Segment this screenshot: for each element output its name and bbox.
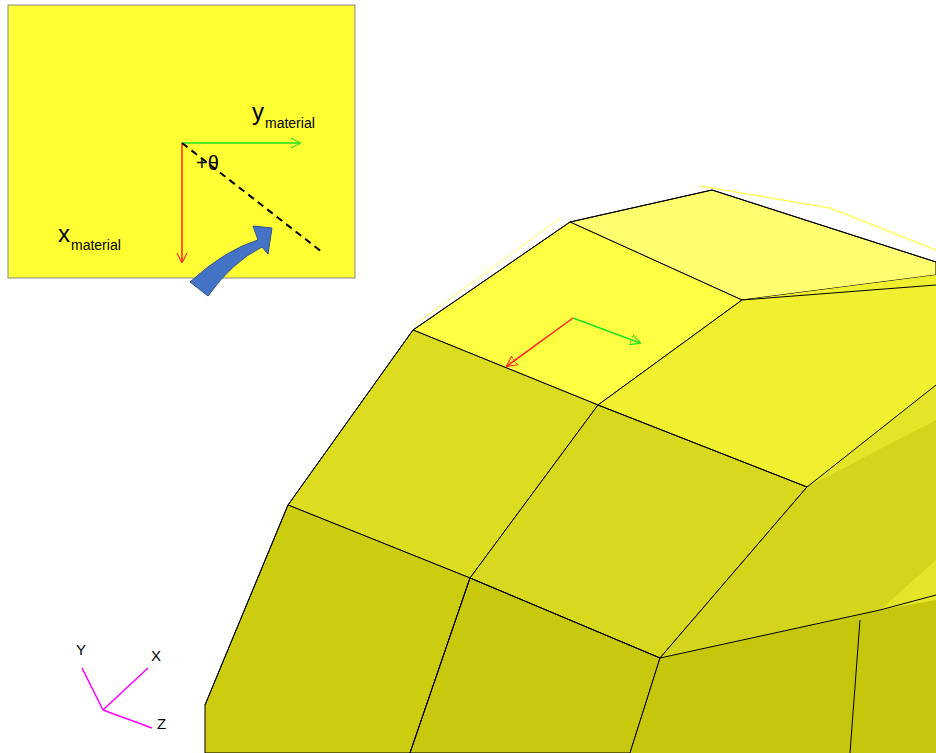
triad-label: Y [76,642,86,657]
global-triad [82,668,152,728]
triad-label: Z [157,716,166,731]
material-x-axis [507,318,573,366]
angle-line [182,143,322,252]
axis-subscript: material [265,116,315,130]
inset-panel [8,5,355,278]
x-material-arrow [181,143,183,262]
rotation-arrow [190,226,272,296]
angle-label: +θ [196,153,219,173]
axis-subscript: material [71,238,121,252]
axis-letter: y [252,100,264,124]
material-y-axis [573,318,640,343]
y-material-arrow [182,142,300,144]
axis-letter: x [58,222,70,246]
triad-label: X [151,648,161,663]
